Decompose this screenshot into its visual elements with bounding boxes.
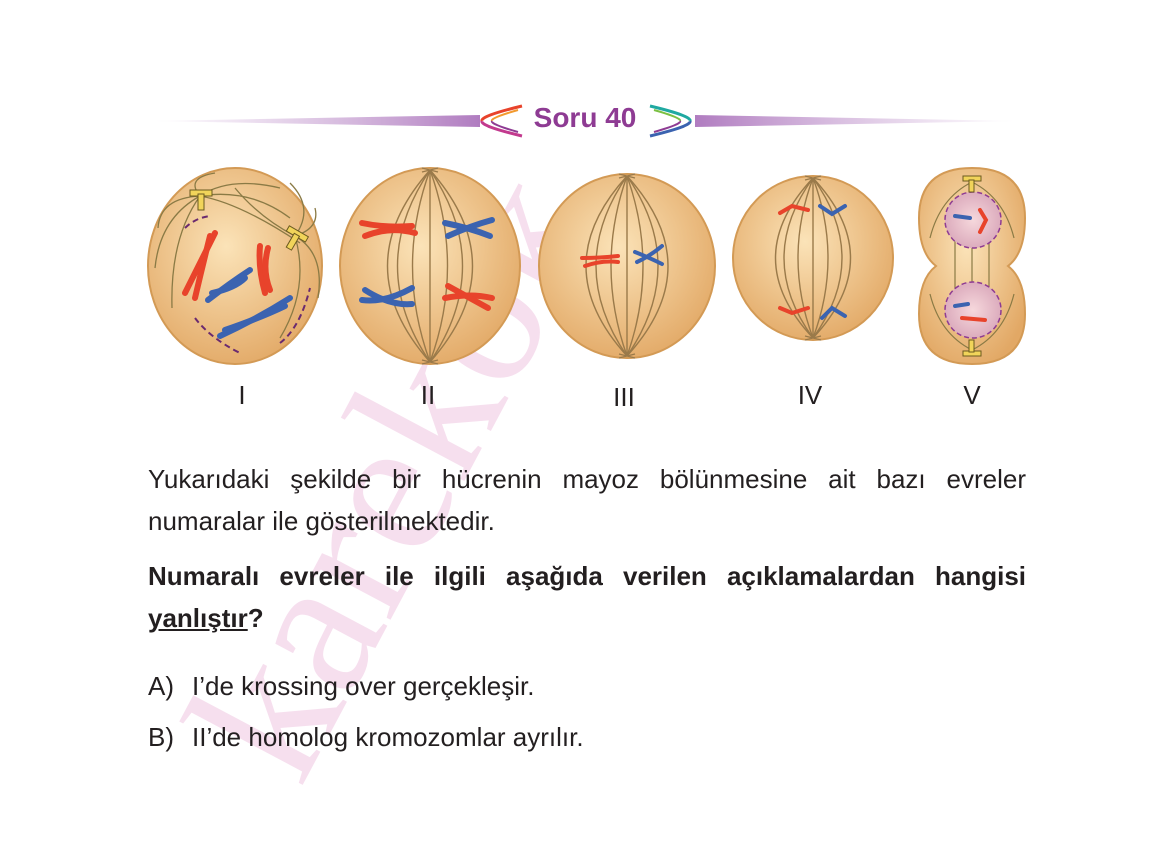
question-prompt: Numaralı evreler ile ilgili aşağıda veri… [148,555,1026,639]
meiosis-cells [147,166,1027,366]
cell-stage-2 [339,167,521,365]
header-decoration [150,104,1020,138]
question-prompt-main: Numaralı evreler ile ilgili aşağıda veri… [148,561,1026,591]
option-a-text: I’de krossing over gerçekleşir. [192,671,535,701]
cell-stage-1 [147,167,323,365]
stage-label-2: II [420,380,436,410]
question-title: Soru 40 [533,102,637,133]
question-intro: Yukarıdaki şekilde bir hücrenin mayoz bö… [148,464,1026,536]
stage-label-1: I [238,380,246,410]
option-b-text: II’de homolog kromozomlar ayrılır. [192,722,584,752]
centrosome-icon [962,339,982,357]
option-b-letter: B) [148,722,174,752]
cell-stage-5 [917,166,1027,366]
stage-label-3: III [613,382,635,412]
option-a-letter: A) [148,671,174,701]
cell-stage-3 [538,173,716,359]
cell-stage-4 [732,175,894,341]
centrosome-icon [962,175,982,193]
centrosome-icon [189,189,213,211]
stage-label-5: V [963,380,981,410]
question-header: Soru 40 [150,96,1020,146]
meiosis-figure: I II III IV V [140,158,1040,418]
question-prompt-underlined: yanlıştır [148,603,248,633]
centrosome-icon [285,225,310,251]
question-prompt-end: ? [247,603,264,633]
option-b[interactable]: B) II’de homolog kromozomlar ayrılır. [148,722,584,753]
stage-label-4: IV [797,380,823,410]
option-a[interactable]: A) I’de krossing over gerçekleşir. [148,671,534,702]
